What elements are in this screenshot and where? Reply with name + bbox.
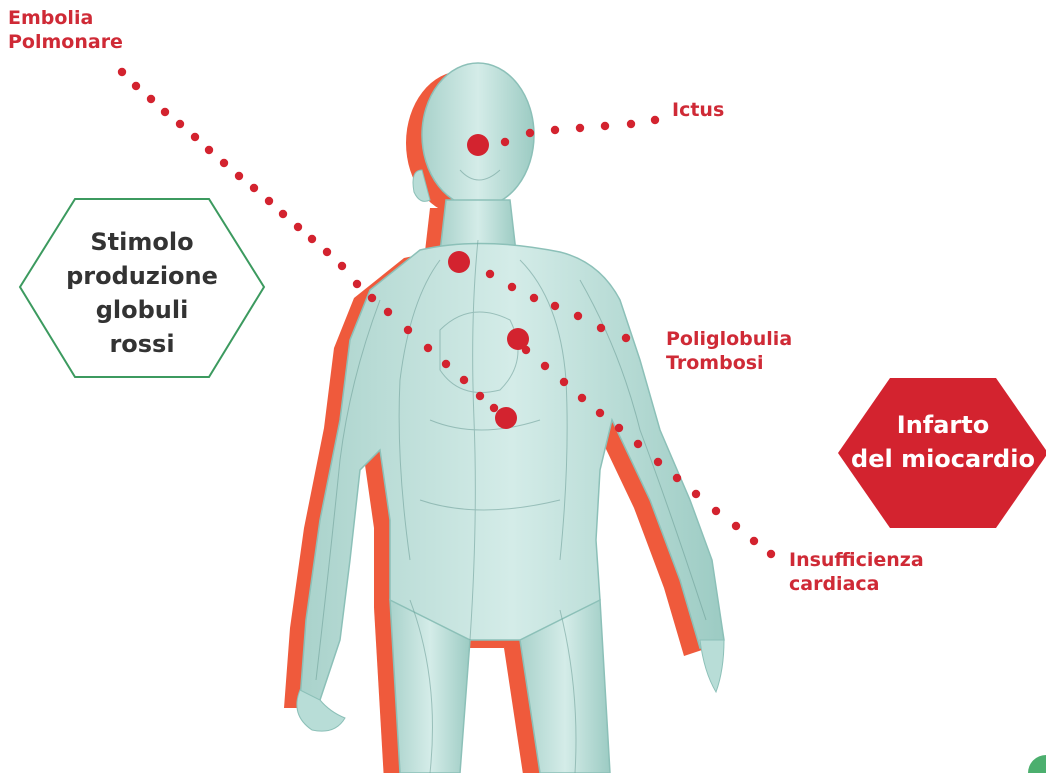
label-embolia-polmonare: Embolia Polmonare — [8, 6, 123, 54]
label-ictus-text: Ictus — [672, 99, 724, 121]
hotspot-dot-neck — [448, 251, 470, 273]
hexagon-green-text: Stimolo produzione globuli rossi — [40, 225, 244, 361]
hexagon-red-line: del miocardio — [836, 442, 1046, 476]
hexagon-green-line: produzione — [40, 259, 244, 293]
hexagon-green-line: Stimolo — [40, 225, 244, 259]
hotspot-dot-heart — [507, 328, 529, 350]
hexagon-green-line: globuli — [40, 293, 244, 327]
label-insufficienza-line2: cardiaca — [789, 573, 879, 595]
label-poliglobulia-trombosi: Poliglobulia Trombosi — [666, 327, 792, 375]
hotspot-dot-head — [467, 134, 489, 156]
hexagon-green-line: rossi — [40, 327, 244, 361]
hexagon-red-line: Infarto — [836, 408, 1046, 442]
corner-green-shape — [1028, 755, 1046, 773]
label-poliglobulia-line1: Poliglobulia — [666, 328, 792, 350]
label-insufficienza-line1: Insufficienza — [789, 549, 924, 571]
hexagon-red-text: Infarto del miocardio — [836, 408, 1046, 476]
label-embolia-line2: Polmonare — [8, 31, 123, 53]
label-insufficienza-cardiaca: Insufficienza cardiaca — [789, 548, 924, 596]
label-ictus: Ictus — [672, 98, 724, 122]
hotspot-dot-chest — [495, 407, 517, 429]
label-poliglobulia-line2: Trombosi — [666, 352, 764, 374]
label-embolia-line1: Embolia — [8, 7, 93, 29]
